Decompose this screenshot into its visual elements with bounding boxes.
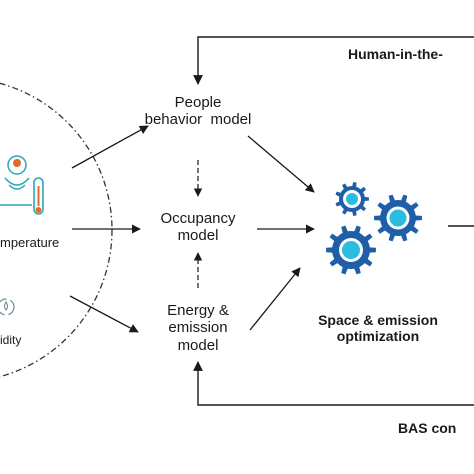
arrow-behavior-to-optimization [247, 135, 315, 193]
sensor-group-circle [0, 82, 113, 378]
humidity-sensor-label: idity [0, 333, 22, 347]
people-behavior-model-label: People behavior model [144, 94, 252, 129]
gear-3-hub [342, 241, 360, 259]
arrow-energy-to-optimization [249, 267, 301, 331]
temperature-sensor-icon [0, 155, 44, 215]
temperature-sensor-label: mperature [0, 235, 60, 250]
human-in-the-loop-label: Human-in-the- [348, 46, 443, 62]
bas-control-loop-line [193, 361, 474, 406]
gear-1-hub [346, 193, 358, 205]
humidity-sensor-icon [0, 298, 15, 316]
arrow-sensor-to-behavior [71, 125, 149, 169]
arrow-sensor-to-energy [69, 295, 139, 333]
bas-control-label: BAS con [398, 420, 457, 436]
energy-emission-model-label: Energy & emission model [167, 302, 229, 354]
gear-2-hub [389, 209, 407, 227]
human-in-the-loop-line [193, 36, 474, 85]
optimization-label: Space & emission optimization [318, 312, 438, 345]
occupancy-model-label: Occupancy model [160, 210, 236, 245]
gears-icon [326, 182, 422, 275]
